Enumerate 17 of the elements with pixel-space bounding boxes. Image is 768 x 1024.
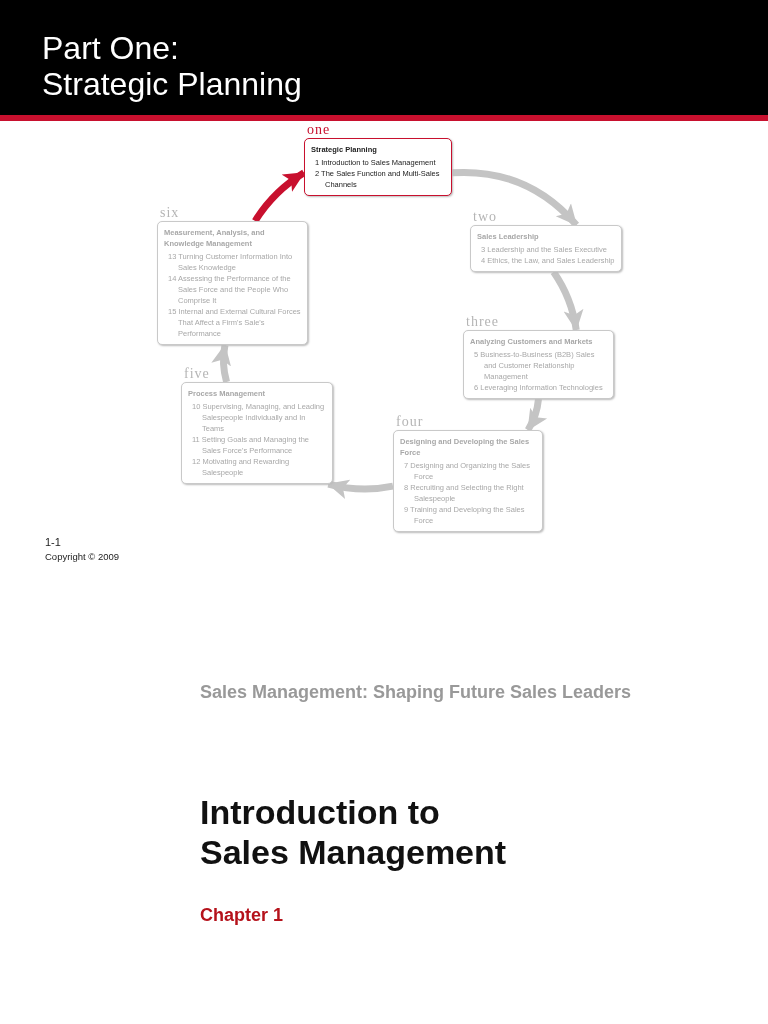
arrow bbox=[211, 344, 232, 383]
arrow bbox=[550, 270, 584, 331]
slide-title: Part One: Strategic Planning bbox=[42, 30, 303, 102]
part-number: four bbox=[396, 414, 424, 430]
arrow bbox=[327, 479, 394, 499]
part-number: three bbox=[466, 314, 499, 330]
arrow bbox=[525, 398, 547, 432]
copyright-note: Copyright © 2009 bbox=[45, 551, 120, 562]
page-number: 1-1 bbox=[45, 536, 61, 548]
book-title: Sales Management: Shaping Future Sales Leaders bbox=[200, 682, 632, 703]
part-number: one bbox=[307, 122, 331, 138]
chapter-number: Chapter 1 bbox=[200, 905, 284, 926]
part-number: five bbox=[184, 366, 210, 382]
chapter-title: Introduction to Sales Management bbox=[200, 792, 508, 872]
arrow bbox=[252, 169, 306, 223]
part-number: six bbox=[160, 205, 180, 221]
part-number: two bbox=[473, 209, 497, 225]
